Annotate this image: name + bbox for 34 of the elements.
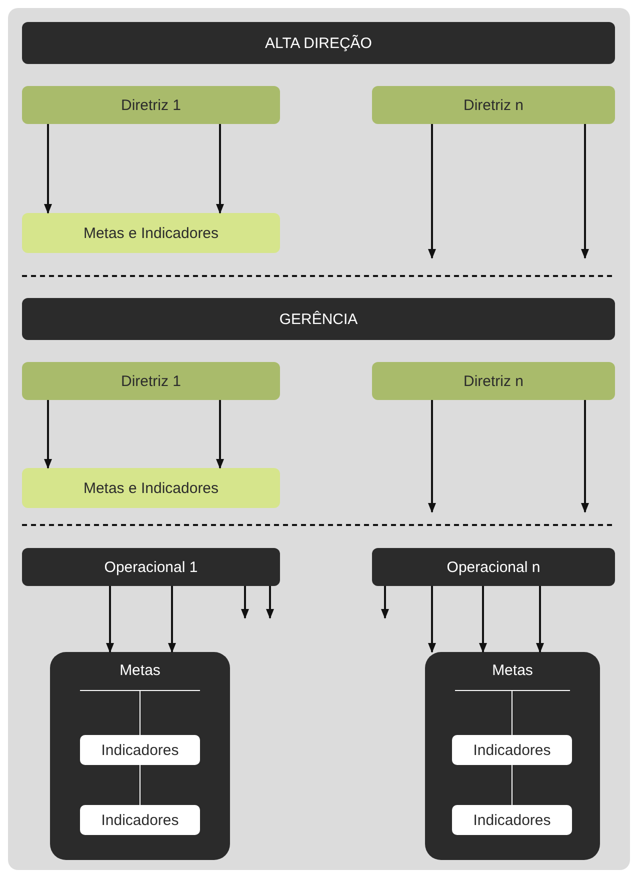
- guideline-box: Diretriz 1: [22, 362, 280, 400]
- arrow: [241, 586, 249, 619]
- operational-banner: Operacional n: [372, 548, 615, 586]
- arrow: [536, 586, 544, 653]
- level-banner: GERÊNCIA: [22, 298, 615, 340]
- panel-heading: Metas: [118, 662, 162, 679]
- goals-box: Metas e Indicadores: [22, 213, 280, 253]
- indicator-box: Indicadores: [452, 805, 572, 835]
- arrow: [44, 124, 52, 214]
- arrow: [216, 400, 224, 469]
- level-banner: ALTA DIREÇÃO: [22, 22, 615, 64]
- indicator-box: Indicadores: [80, 805, 200, 835]
- arrow: [44, 400, 52, 469]
- goals-panel: [425, 652, 600, 860]
- arrow: [479, 586, 487, 653]
- guideline-box: Diretriz n: [372, 86, 615, 124]
- arrow: [216, 124, 224, 214]
- goals-box: Metas e Indicadores: [22, 468, 280, 508]
- goals-panel: [50, 652, 230, 860]
- arrow: [266, 586, 274, 619]
- arrow: [581, 400, 589, 513]
- operational-banner: Operacional 1: [22, 548, 280, 586]
- indicator-box: Indicadores: [452, 735, 572, 765]
- arrow: [581, 124, 589, 259]
- arrow: [428, 400, 436, 513]
- guideline-box: Diretriz n: [372, 362, 615, 400]
- arrow: [106, 586, 114, 653]
- arrow: [381, 586, 389, 619]
- arrow: [428, 586, 436, 653]
- guideline-box: Diretriz 1: [22, 86, 280, 124]
- arrow: [428, 124, 436, 259]
- arrow: [168, 586, 176, 653]
- panel-heading: Metas: [491, 662, 534, 679]
- indicator-box: Indicadores: [80, 735, 200, 765]
